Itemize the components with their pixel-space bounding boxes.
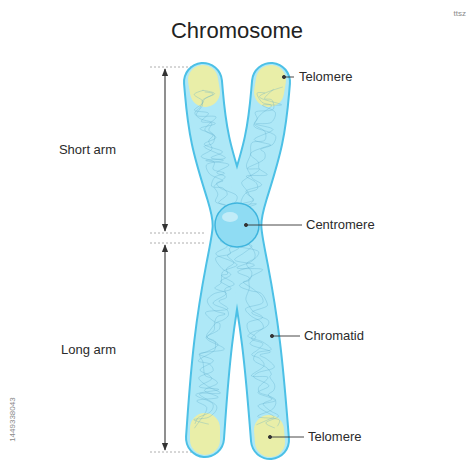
id-watermark: 1449338043: [8, 398, 17, 443]
chromatin-fibre: [194, 90, 237, 424]
chromatin-fibre: [237, 92, 279, 427]
dimension-label: Short arm: [59, 143, 116, 158]
chromatid-outline: [242, 82, 271, 440]
part-label: Chromatid: [304, 329, 364, 344]
part-label: Telomere: [308, 430, 361, 445]
chromatid-outline: [203, 82, 232, 438]
part-label: Centromere: [306, 218, 375, 233]
dimension-arrows: [164, 69, 165, 450]
chromatin-fibre: [194, 90, 244, 424]
chromatin-fibre: [234, 87, 283, 426]
telomere-cap: [269, 80, 271, 92]
telomere-cap: [190, 428, 220, 440]
leader-lines: [244, 75, 304, 438]
part-label: Telomere: [299, 70, 352, 85]
centromere-highlight: [222, 212, 238, 222]
chromatid-fill: [203, 82, 232, 438]
chromatid-fill: [242, 82, 271, 440]
credit-watermark: ttsz: [454, 9, 466, 18]
chromatids: [194, 80, 283, 442]
diagram-title: Chromosome: [171, 18, 303, 43]
chromatin-fibre: [194, 92, 241, 428]
dimension-label: Long arm: [61, 343, 116, 358]
